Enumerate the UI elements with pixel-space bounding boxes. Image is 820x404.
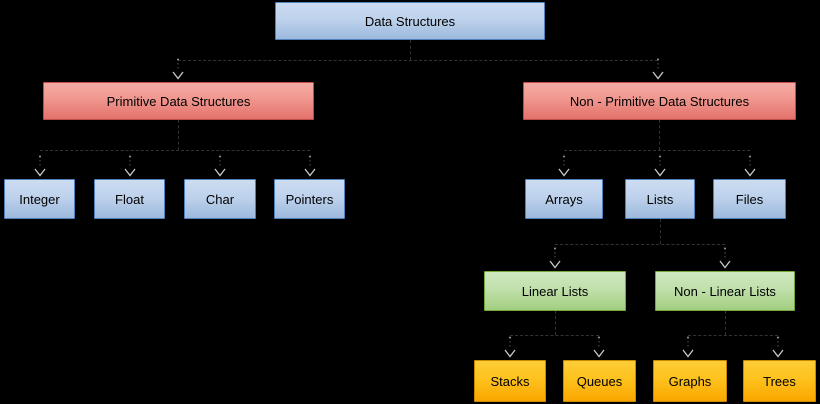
connector-line xyxy=(40,150,310,151)
node-label: Queues xyxy=(576,373,623,389)
node-label: Lists xyxy=(646,191,674,207)
arrowhead-icon xyxy=(558,155,570,177)
node-float: Float xyxy=(94,179,165,219)
arrowhead-icon xyxy=(682,336,694,358)
connector-line xyxy=(660,219,661,244)
node-char: Char xyxy=(184,179,256,219)
connector-line xyxy=(178,60,658,61)
node-label: Data Structures xyxy=(364,13,456,29)
arrowhead-icon xyxy=(304,155,316,177)
arrowhead-icon xyxy=(172,58,184,80)
node-label: Trees xyxy=(763,373,796,389)
node-label: Integer xyxy=(19,191,60,207)
arrowhead-icon xyxy=(549,247,561,269)
node-label: Primitive Data Structures xyxy=(106,93,251,109)
node-label: Linear Lists xyxy=(521,283,589,299)
arrowhead-icon xyxy=(744,155,756,177)
arrowhead-icon xyxy=(593,336,605,358)
node-label: Files xyxy=(735,191,764,207)
node-label: Non - Linear Lists xyxy=(674,283,776,299)
connector-line xyxy=(659,120,660,150)
connector-line xyxy=(178,120,179,150)
arrowhead-icon xyxy=(772,336,784,358)
node-non-linear-lists: Non - Linear Lists xyxy=(655,271,795,311)
node-lists: Lists xyxy=(625,179,695,219)
node-graphs: Graphs xyxy=(653,360,727,402)
node-label: Pointers xyxy=(285,191,334,207)
arrowhead-icon xyxy=(719,247,731,269)
arrowhead-icon xyxy=(34,155,46,177)
node-linear-lists: Linear Lists xyxy=(484,271,626,311)
arrowhead-icon xyxy=(654,155,666,177)
node-integer: Integer xyxy=(4,179,75,219)
node-pointers: Pointers xyxy=(274,179,345,219)
connector-line xyxy=(688,335,778,336)
arrowhead-icon xyxy=(652,58,664,80)
node-queues: Queues xyxy=(563,360,636,402)
arrowhead-icon xyxy=(214,155,226,177)
connector-line xyxy=(510,335,599,336)
node-primitive-data-structures: Primitive Data Structures xyxy=(43,82,314,120)
node-trees: Trees xyxy=(743,360,816,402)
arrowhead-icon xyxy=(504,336,516,358)
node-label: Char xyxy=(205,191,235,207)
node-label: Stacks xyxy=(490,373,530,389)
arrowhead-icon xyxy=(124,155,136,177)
node-label: Non - Primitive Data Structures xyxy=(569,93,750,109)
connector-line xyxy=(725,311,726,335)
node-label: Arrays xyxy=(545,191,583,207)
node-label: Float xyxy=(115,191,144,207)
node-arrays: Arrays xyxy=(525,179,603,219)
node-label: Graphs xyxy=(668,373,712,389)
node-non-primitive-data-structures: Non - Primitive Data Structures xyxy=(523,82,796,120)
node-data-structures: Data Structures xyxy=(275,2,545,40)
connector-line xyxy=(555,244,725,245)
connector-line xyxy=(555,311,556,335)
node-files: Files xyxy=(713,179,786,219)
connector-line xyxy=(410,40,411,60)
connector-line xyxy=(564,150,750,151)
node-stacks: Stacks xyxy=(474,360,546,402)
